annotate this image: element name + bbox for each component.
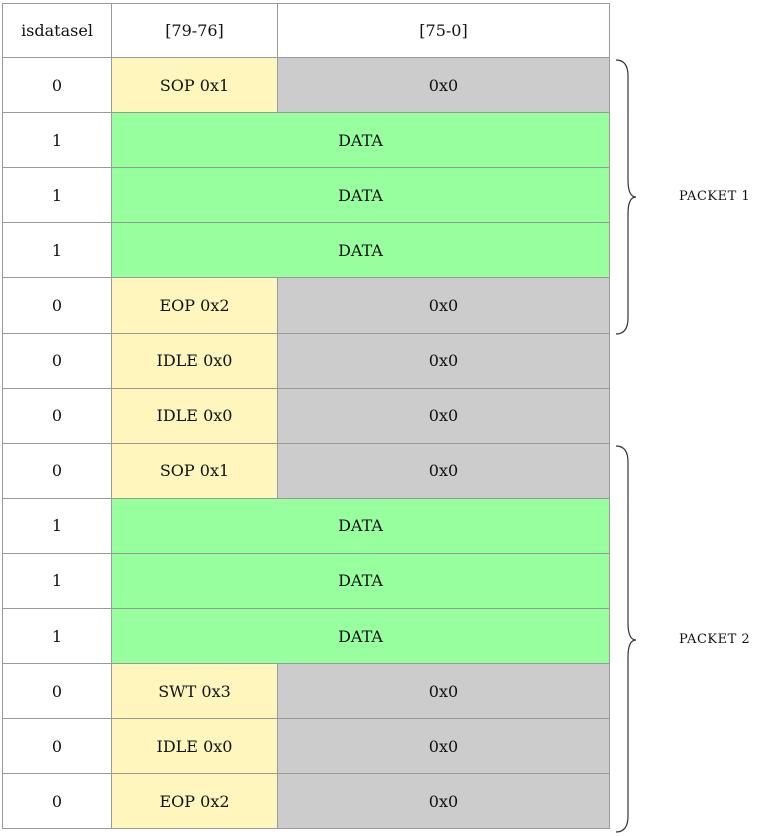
payload-cell: 0x0: [278, 388, 610, 444]
table-row: 1 DATA: [2, 553, 610, 610]
table-row: 0 SOP 0x1 0x0: [2, 58, 610, 114]
isdatasel-cell: 1: [2, 553, 112, 610]
table-row: 0 SWT 0x3 0x0: [2, 664, 610, 720]
isdatasel-cell: 1: [2, 223, 112, 279]
payload-cell: 0x0: [278, 278, 610, 334]
header-bits-79-76: [79-76]: [112, 3, 278, 59]
payload-cell: 0x0: [278, 719, 610, 775]
payload-cell: 0x0: [278, 664, 610, 720]
control-code-cell: IDLE 0x0: [112, 388, 278, 444]
table-row: 1 DATA: [2, 223, 610, 279]
header-row: isdatasel [79-76] [75-0]: [2, 3, 610, 59]
table-row: 0 IDLE 0x0 0x0: [2, 719, 610, 775]
isdatasel-cell: 0: [2, 278, 112, 334]
isdatasel-cell: 1: [2, 168, 112, 224]
payload-cell: 0x0: [278, 443, 610, 499]
data-cell: DATA: [112, 553, 610, 610]
isdatasel-cell: 0: [2, 58, 112, 114]
payload-cell: 0x0: [278, 58, 610, 114]
isdatasel-cell: 0: [2, 719, 112, 775]
control-code-cell: IDLE 0x0: [112, 719, 278, 775]
packet-1-brace-icon: [615, 59, 637, 335]
control-code-cell: EOP 0x2: [112, 278, 278, 334]
isdatasel-cell: 1: [2, 113, 112, 169]
isdatasel-cell: 0: [2, 333, 112, 389]
isdatasel-cell: 0: [2, 388, 112, 444]
table-row: 0 SOP 0x1 0x0: [2, 443, 610, 499]
header-bits-75-0: [75-0]: [278, 3, 610, 59]
isdatasel-cell: 0: [2, 443, 112, 499]
header-isdatasel: isdatasel: [2, 3, 112, 59]
table-row: 0 IDLE 0x0 0x0: [2, 333, 610, 389]
isdatasel-cell: 0: [2, 664, 112, 720]
table-row: 0 EOP 0x2 0x0: [2, 774, 610, 830]
table-row: 1 DATA: [2, 498, 610, 554]
isdatasel-cell: 0: [2, 774, 112, 830]
payload-cell: 0x0: [278, 333, 610, 389]
data-cell: DATA: [112, 498, 610, 554]
isdatasel-cell: 1: [2, 609, 112, 665]
packet-2-label: PACKET 2: [679, 632, 751, 647]
table-row: 1 DATA: [2, 113, 610, 169]
control-code-cell: IDLE 0x0: [112, 333, 278, 389]
table-row: 1 DATA: [2, 609, 610, 665]
data-cell: DATA: [112, 223, 610, 279]
control-code-cell: EOP 0x2: [112, 774, 278, 830]
data-cell: DATA: [112, 609, 610, 665]
payload-cell: 0x0: [278, 774, 610, 830]
packet-1-label: PACKET 1: [679, 189, 751, 204]
table-row: 0 IDLE 0x0 0x0: [2, 388, 610, 444]
data-cell: DATA: [112, 113, 610, 169]
packet-2-brace-icon: [615, 445, 637, 833]
data-cell: DATA: [112, 168, 610, 224]
packet-format-table: isdatasel [79-76] [75-0] 0 SOP 0x1 0x0 1…: [2, 3, 610, 830]
control-code-cell: SOP 0x1: [112, 58, 278, 114]
control-code-cell: SOP 0x1: [112, 443, 278, 499]
control-code-cell: SWT 0x3: [112, 664, 278, 720]
isdatasel-cell: 1: [2, 498, 112, 554]
table-row: 1 DATA: [2, 168, 610, 224]
table-row: 0 EOP 0x2 0x0: [2, 278, 610, 334]
